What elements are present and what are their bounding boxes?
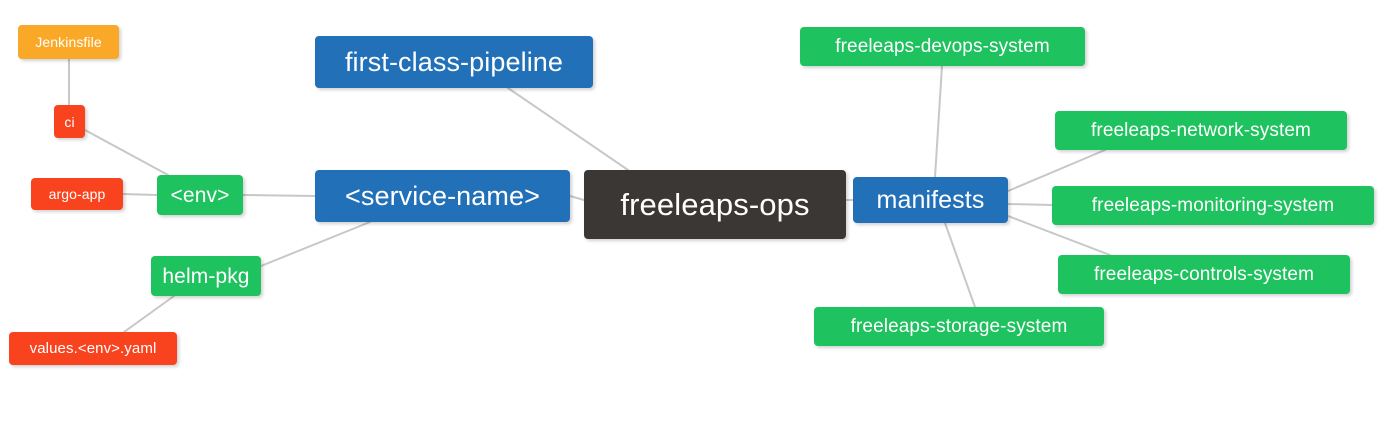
edge-manifests-storage <box>944 222 976 308</box>
node-label-freeleaps-ops: freeleaps-ops <box>620 187 810 222</box>
node-freeleaps-monitoring-system[interactable]: freeleaps-monitoring-system <box>1052 186 1374 225</box>
node-freeleaps-devops-system[interactable]: freeleaps-devops-system <box>800 27 1085 66</box>
edge-manifests-network <box>1007 149 1106 192</box>
node-label-first-class-pipeline: first-class-pipeline <box>344 46 564 77</box>
node-service-name[interactable]: <service-name> <box>315 170 570 222</box>
edge-argo-app-env <box>122 193 158 196</box>
node-jenkinsfile[interactable]: Jenkinsfile <box>18 25 119 59</box>
node-label-freeleaps-controls-system: freeleaps-controls-system <box>1093 264 1315 285</box>
node-helm-pkg[interactable]: helm-pkg <box>151 256 261 296</box>
node-label-env: <env> <box>170 183 230 207</box>
node-label-values-env-yaml: values.<env>.yaml <box>29 340 157 357</box>
edge-helm-values <box>123 295 175 333</box>
node-label-argo-app: argo-app <box>48 186 106 202</box>
node-manifests[interactable]: manifests <box>853 177 1008 223</box>
node-label-freeleaps-monitoring-system: freeleaps-monitoring-system <box>1091 195 1335 216</box>
node-freeleaps-network-system[interactable]: freeleaps-network-system <box>1055 111 1347 150</box>
node-freeleaps-ops[interactable]: freeleaps-ops <box>584 170 846 239</box>
node-label-helm-pkg: helm-pkg <box>162 264 250 288</box>
node-argo-app[interactable]: argo-app <box>31 178 123 210</box>
node-env[interactable]: <env> <box>157 175 243 215</box>
node-first-class-pipeline[interactable]: first-class-pipeline <box>315 36 593 88</box>
edge-manifests-monitoring <box>1007 203 1053 206</box>
node-label-manifests: manifests <box>876 185 985 214</box>
node-label-service-name: <service-name> <box>345 180 540 211</box>
node-label-freeleaps-network-system: freeleaps-network-system <box>1091 120 1311 141</box>
node-label-freeleaps-devops-system: freeleaps-devops-system <box>835 36 1050 57</box>
node-label-freeleaps-storage-system: freeleaps-storage-system <box>850 316 1068 337</box>
edge-pipeline-ops <box>507 87 629 171</box>
node-label-ci: ci <box>64 113 75 130</box>
edge-env-service-name <box>242 194 316 197</box>
node-ci[interactable]: ci <box>54 105 85 138</box>
edge-service-name-ops <box>569 195 585 201</box>
node-label-jenkinsfile: Jenkinsfile <box>35 34 102 50</box>
edge-service-name-helm <box>260 221 371 267</box>
edge-ci-env <box>84 129 169 176</box>
node-values-env-yaml[interactable]: values.<env>.yaml <box>9 332 177 365</box>
node-freeleaps-controls-system[interactable]: freeleaps-controls-system <box>1058 255 1350 294</box>
edge-manifests-devops <box>934 65 943 178</box>
node-freeleaps-storage-system[interactable]: freeleaps-storage-system <box>814 307 1104 346</box>
